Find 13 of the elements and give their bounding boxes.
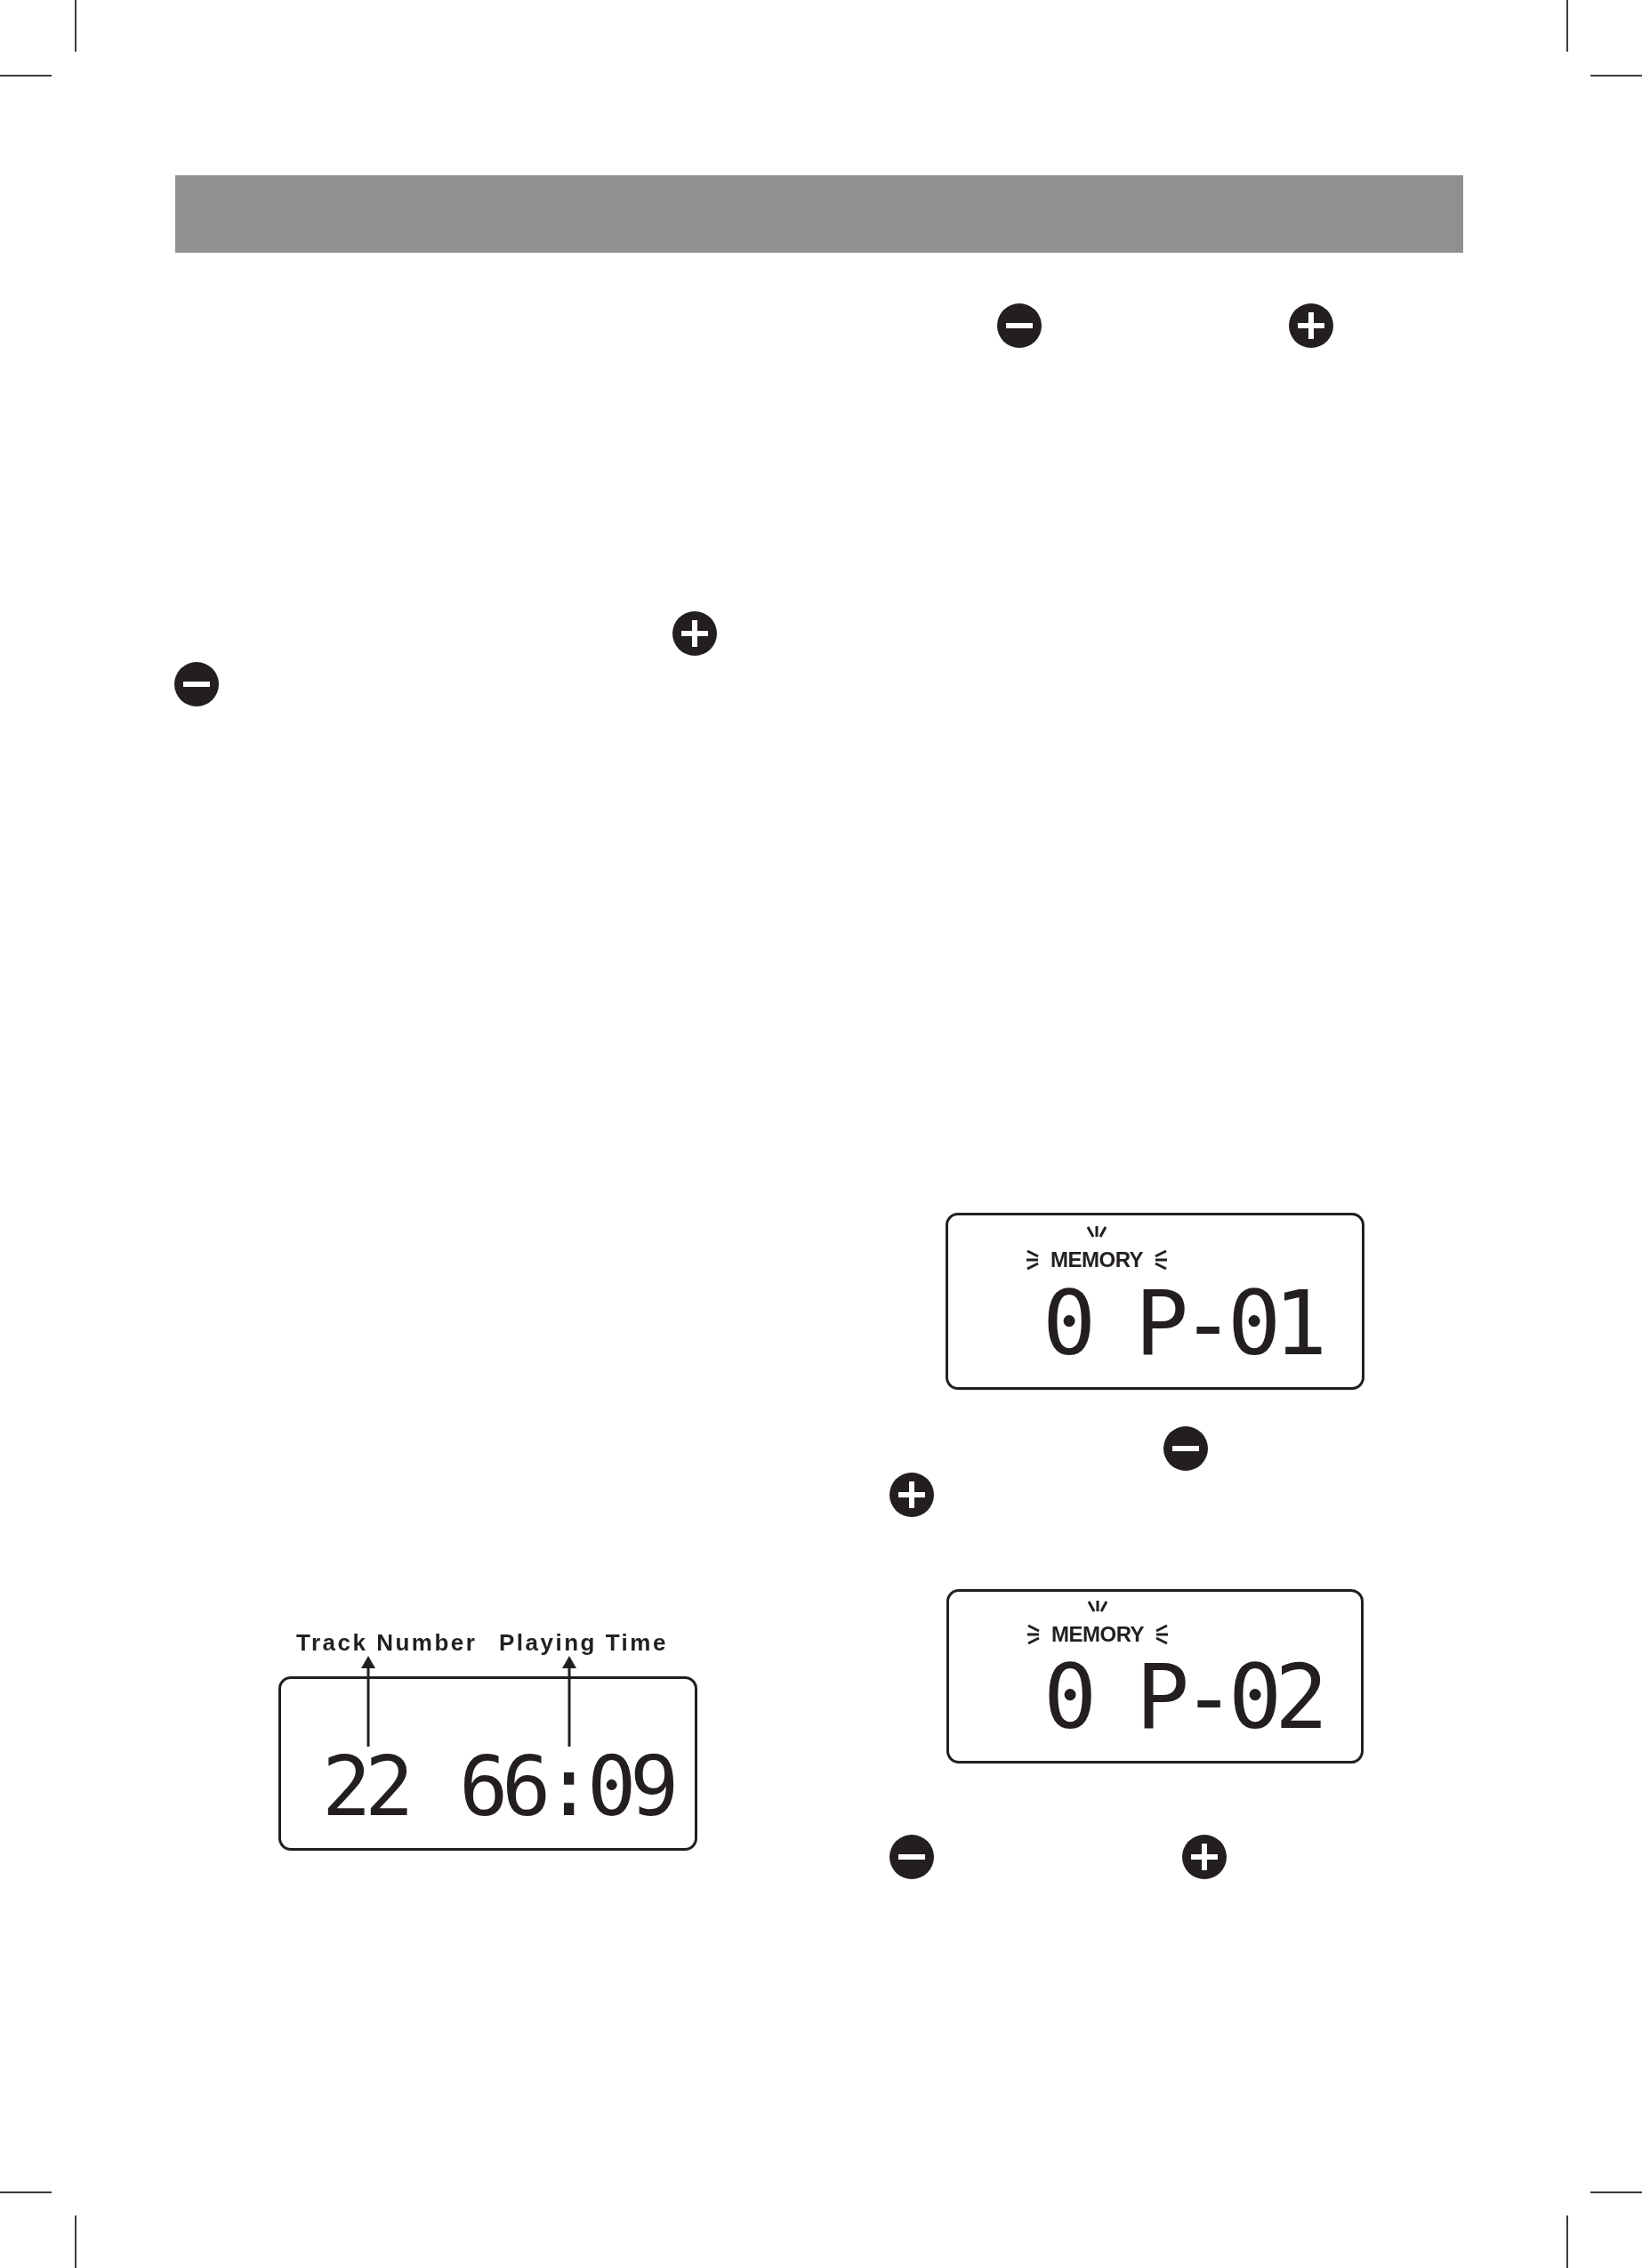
lcd-display <box>946 1213 1364 1390</box>
lcd-indicator: MEMORY <box>1050 1247 1144 1272</box>
lcd-indicator: MEMORY <box>1051 1622 1145 1647</box>
lcd-digits: 0 P-01 <box>1042 1279 1322 1368</box>
lcd-digits: 0 P-02 <box>1043 1653 1323 1742</box>
arrow <box>562 1656 576 1747</box>
caption-label: Track Number <box>296 1629 478 1656</box>
lcd-digits: 66:09 <box>459 1747 680 1828</box>
caption-label: Playing Time <box>499 1629 668 1656</box>
lcd-digits: 22 <box>322 1747 415 1828</box>
lcd-display <box>946 1589 1364 1764</box>
arrow <box>361 1656 375 1747</box>
lcd-display <box>278 1676 697 1851</box>
